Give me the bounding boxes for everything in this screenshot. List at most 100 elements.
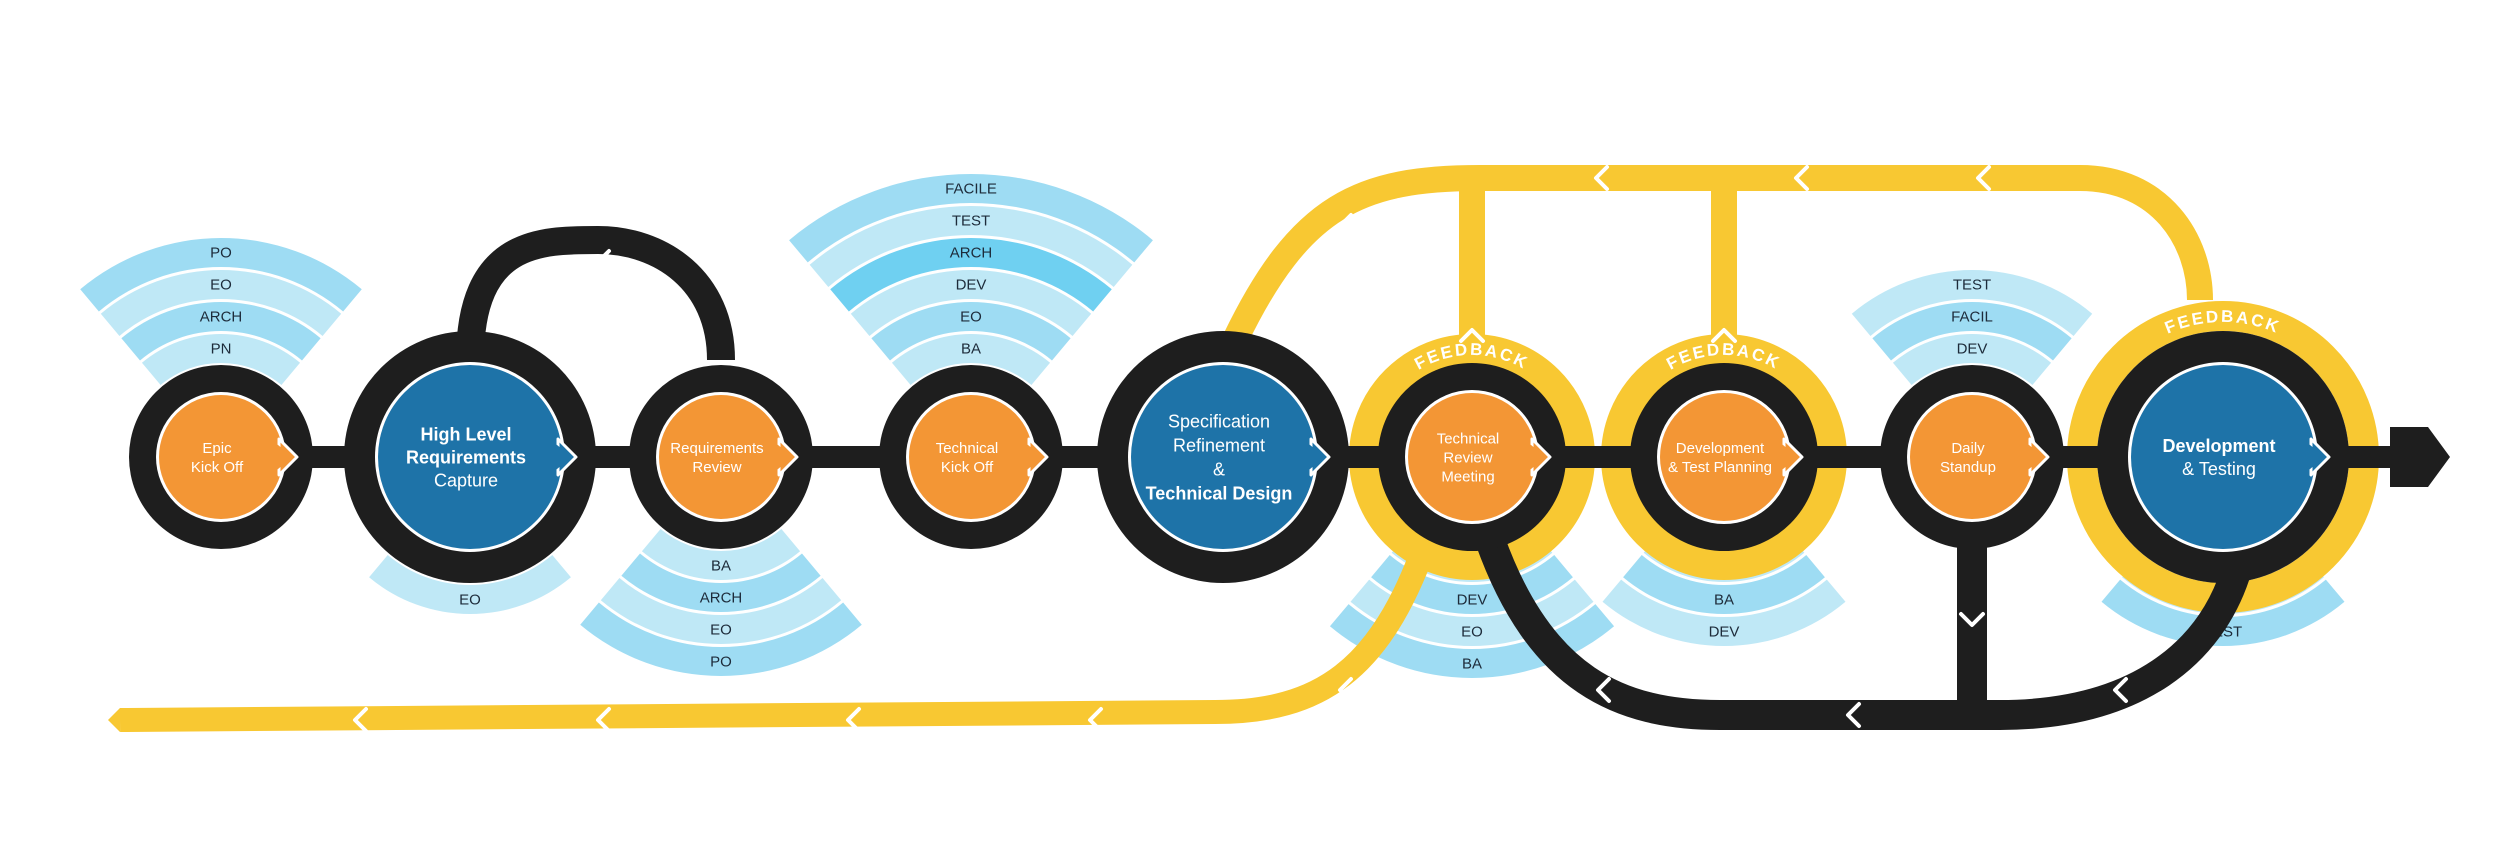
role-band bbox=[641, 529, 801, 580]
node-core bbox=[378, 365, 562, 549]
flow-chevron-icon bbox=[1959, 612, 1985, 627]
role-band bbox=[1872, 302, 2072, 361]
role-label: PO bbox=[210, 245, 232, 262]
node-label: Development bbox=[2162, 436, 2275, 456]
flow-chevron-icon bbox=[1594, 165, 1609, 191]
node-core bbox=[1660, 393, 1788, 521]
process-node-development-testing: Development & Testing bbox=[2097, 331, 2349, 583]
flow-chevron-icon bbox=[2113, 677, 2128, 703]
node-label: & Test Planning bbox=[1668, 459, 1772, 476]
role-label: FACIL bbox=[1951, 309, 1993, 326]
role-band bbox=[600, 578, 842, 644]
node-pointer-fill bbox=[273, 441, 293, 473]
node-core bbox=[1408, 393, 1536, 521]
flow-chevron-icon bbox=[1794, 165, 1809, 191]
node-pointer-fill bbox=[1526, 441, 1546, 473]
node-pointer-fill bbox=[2024, 441, 2044, 473]
role-label: ARCH bbox=[700, 590, 743, 607]
node-core bbox=[159, 395, 283, 519]
role-band bbox=[100, 270, 342, 336]
role-label: PN bbox=[211, 341, 232, 358]
role-label: ARCH bbox=[200, 309, 243, 326]
node-core bbox=[2131, 365, 2315, 549]
node-label: Kick Off bbox=[191, 459, 244, 476]
role-label: TEST bbox=[952, 213, 990, 230]
role-band bbox=[1623, 555, 1825, 614]
node-label: Review bbox=[1443, 449, 1492, 466]
release-track bbox=[119, 540, 1437, 732]
flow-chevron-icon bbox=[1596, 677, 1611, 703]
node-label: Development bbox=[1676, 440, 1765, 457]
node-label: Daily bbox=[1951, 440, 1985, 457]
role-band bbox=[871, 302, 1071, 361]
node-label: Standup bbox=[1940, 459, 1996, 476]
flow-chevron-icon bbox=[1711, 328, 1737, 343]
role-label: DEV bbox=[1457, 592, 1488, 609]
review-loop-track bbox=[456, 225, 735, 361]
node-pointer-fill bbox=[1778, 441, 1798, 473]
node-core bbox=[909, 395, 1033, 519]
flow-chevron-icon bbox=[1338, 677, 1353, 703]
flow-chevron-icon bbox=[1088, 707, 1103, 733]
role-label: EO bbox=[960, 309, 982, 326]
release-track-end bbox=[108, 708, 120, 732]
node-label: Requirements bbox=[670, 440, 763, 457]
role-label: EO bbox=[210, 277, 232, 294]
node-label: & Testing bbox=[2182, 459, 2256, 479]
node-pointer-fill bbox=[1305, 441, 1325, 473]
role-band bbox=[809, 206, 1133, 287]
role-band bbox=[621, 553, 821, 612]
node-label: Epic bbox=[202, 440, 232, 457]
flow-chevron-icon bbox=[2116, 213, 2131, 239]
role-fan: PO EO ARCH PN bbox=[80, 238, 362, 385]
node-label: & bbox=[1213, 459, 1225, 479]
flow-chevron-icon bbox=[596, 707, 611, 733]
role-label: ARCH bbox=[950, 245, 993, 262]
role-band bbox=[830, 237, 1112, 312]
role-fan: EO bbox=[369, 555, 571, 615]
role-label: BA bbox=[711, 558, 731, 575]
role-band bbox=[369, 555, 571, 615]
process-node-development-test-planning: Development & Test Planning bbox=[1630, 363, 1818, 551]
role-band bbox=[1851, 270, 2093, 336]
flow-chevron-icon bbox=[353, 707, 368, 733]
role-band bbox=[850, 270, 1092, 336]
flow-chevron-icon bbox=[1338, 213, 1353, 239]
node-label: Refinement bbox=[1173, 435, 1265, 455]
node-core bbox=[1910, 395, 2034, 519]
node-pointer-fill bbox=[552, 441, 572, 473]
node-label: Kick Off bbox=[941, 459, 994, 476]
node-core bbox=[659, 395, 783, 519]
role-label: EO bbox=[1461, 624, 1483, 641]
node-label: Meeting bbox=[1441, 468, 1494, 485]
role-band bbox=[789, 174, 1153, 263]
flow-chevron-icon bbox=[1976, 165, 1991, 191]
role-label: BA bbox=[1714, 592, 1734, 609]
role-label: DEV bbox=[956, 277, 987, 294]
role-band bbox=[1602, 579, 1846, 646]
node-label: Capture bbox=[434, 470, 498, 490]
role-label: EO bbox=[459, 592, 481, 609]
role-band bbox=[121, 302, 321, 361]
node-pointer-fill bbox=[773, 441, 793, 473]
node-core bbox=[1131, 365, 1315, 549]
role-label: FACILE bbox=[945, 181, 997, 198]
node-label: Technical bbox=[936, 440, 999, 457]
role-band bbox=[580, 602, 862, 676]
flow-chevron-icon bbox=[596, 249, 611, 275]
flow-chevron-icon bbox=[1846, 702, 1861, 728]
node-label: Review bbox=[692, 459, 741, 476]
role-band bbox=[891, 334, 1051, 385]
